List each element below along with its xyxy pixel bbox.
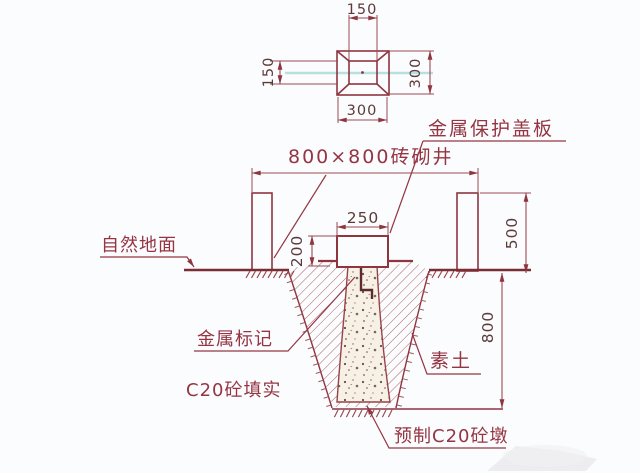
pit-right-edge-ticks	[396, 273, 432, 407]
plan-center-mark	[361, 71, 364, 74]
label-precast-pier: 预制C20砼墩	[394, 426, 508, 447]
label-brick-well: 800×800砖砌井	[288, 146, 453, 168]
leader-metal-marker	[194, 276, 356, 352]
cover-collar-box	[336, 235, 389, 268]
leader-cover-plate	[389, 140, 424, 234]
dim-opening-value: 250	[347, 209, 380, 227]
plan-dim-left: 150	[261, 57, 338, 88]
leader-brick-well	[273, 174, 327, 259]
label-natural-ground: 自然地面	[101, 235, 177, 256]
dim-plan-bottom-value: 300	[347, 103, 378, 119]
plan-outer-square	[336, 50, 390, 96]
section-dim-opening: 250	[336, 209, 389, 235]
dim-plan-left-value: 150	[261, 57, 277, 88]
dim-depth-value: 800	[479, 311, 497, 344]
plan-corner-bevels	[336, 50, 390, 96]
well-width-dim	[251, 168, 479, 192]
section-dim-depth: 800	[479, 272, 505, 409]
label-plain-soil: 素土	[430, 350, 472, 372]
pit-bottom-soil-ticks	[333, 409, 393, 418]
annotations: 金属保护盖板 800×800砖砌井 自然地面 金属标记 C20砼填实 素土 预制…	[100, 118, 566, 449]
ground-soil-ticks-left	[245, 270, 295, 279]
dim-wall-value: 500	[503, 217, 521, 250]
dim-plan-top-value: 150	[347, 2, 378, 18]
precast-pier-body	[336, 264, 391, 403]
leader-plain-soil	[411, 332, 481, 375]
section-dim-collar: 200	[288, 235, 339, 268]
leader-natural-ground	[100, 256, 195, 268]
dim-plan-right-value: 300	[408, 58, 424, 89]
section-dim-wall: 500	[480, 192, 531, 274]
metal-marker-rod	[359, 247, 374, 299]
label-concrete-fill: C20砼填实	[186, 380, 281, 401]
brick-wall-left	[251, 192, 273, 271]
section-view: 250 200 500 800	[184, 168, 531, 418]
dim-collar-value: 200	[288, 235, 306, 268]
leader-precast-pier	[366, 405, 506, 449]
plan-dim-right: 300	[389, 50, 434, 95]
watermark-blob	[487, 445, 597, 471]
brick-wall-right	[456, 192, 479, 272]
pit-left-edge	[287, 269, 333, 409]
plan-inner-square	[348, 60, 378, 85]
label-metal-marker: 金属标记	[197, 329, 273, 350]
label-cover-plate: 金属保护盖板	[428, 118, 554, 140]
plan-view: 150 150 300 300	[261, 2, 434, 123]
plan-dim-bottom: 300	[337, 97, 388, 123]
plan-dim-top: 150	[347, 2, 378, 60]
ground-soil-ticks-right	[425, 270, 467, 279]
